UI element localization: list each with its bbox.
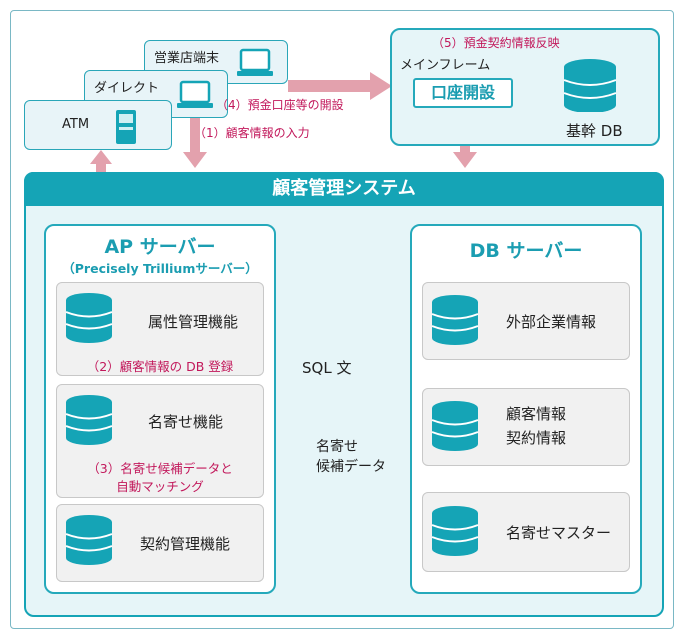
terminal-direct-label: ダイレクト xyxy=(94,81,160,96)
mainframe-title: メインフレーム xyxy=(400,58,491,73)
db-server-title: DB サーバー xyxy=(469,240,583,262)
arrow-to-mainframe xyxy=(288,72,392,100)
step-3-label-line2: 自動マッチング xyxy=(116,479,204,494)
laptop-icon xyxy=(177,80,213,108)
card-label: 外部企業情報 xyxy=(506,313,597,331)
terminal-atm-box xyxy=(24,100,172,150)
card-label: 名寄せマスター xyxy=(506,524,612,542)
terminal-branch-label: 営業店端末 xyxy=(154,51,220,66)
database-icon xyxy=(65,395,113,445)
database-icon xyxy=(65,515,113,565)
atm-icon xyxy=(116,110,136,144)
ap-server-title: AP サーバー xyxy=(104,236,216,258)
database-icon xyxy=(431,506,479,556)
card-label: 属性管理機能 xyxy=(148,313,239,331)
step-2-label: （2）顧客情報の DB 登録 xyxy=(86,359,234,374)
card-label-line2: 契約情報 xyxy=(506,429,567,447)
laptop-icon xyxy=(237,48,273,76)
step-4-label: （4）預金口座等の開設 xyxy=(216,98,344,112)
arrow-system-to-atm xyxy=(90,150,112,172)
database-icon xyxy=(431,295,479,345)
sql-flow-label: SQL 文 xyxy=(302,359,352,377)
system-title: 顧客管理システム xyxy=(24,172,664,206)
candidate-flow-label-line1: 名寄せ xyxy=(316,439,358,455)
arrow-input-to-system xyxy=(183,118,207,168)
step-1-label: （1）顧客情報の入力 xyxy=(194,126,310,140)
card-label: 名寄せ機能 xyxy=(148,413,224,431)
database-icon xyxy=(563,59,617,112)
database-icon xyxy=(65,293,113,343)
step-5-label: （5）預金契約情報反映 xyxy=(432,36,560,50)
terminal-atm-label: ATM xyxy=(62,117,90,132)
ap-server-subtitle: （Precisely Trilliumサーバー） xyxy=(62,261,258,276)
card-label: 契約管理機能 xyxy=(140,535,231,553)
core-db-label: 基幹 DB xyxy=(566,122,623,140)
account-open-box: 口座開設 xyxy=(413,78,513,108)
card-label-line1: 顧客情報 xyxy=(506,405,567,423)
database-icon xyxy=(431,401,479,451)
step-3-label-line1: （3）名寄せ候補データと xyxy=(87,461,233,476)
candidate-flow-label-line2: 候補データ xyxy=(316,459,386,475)
